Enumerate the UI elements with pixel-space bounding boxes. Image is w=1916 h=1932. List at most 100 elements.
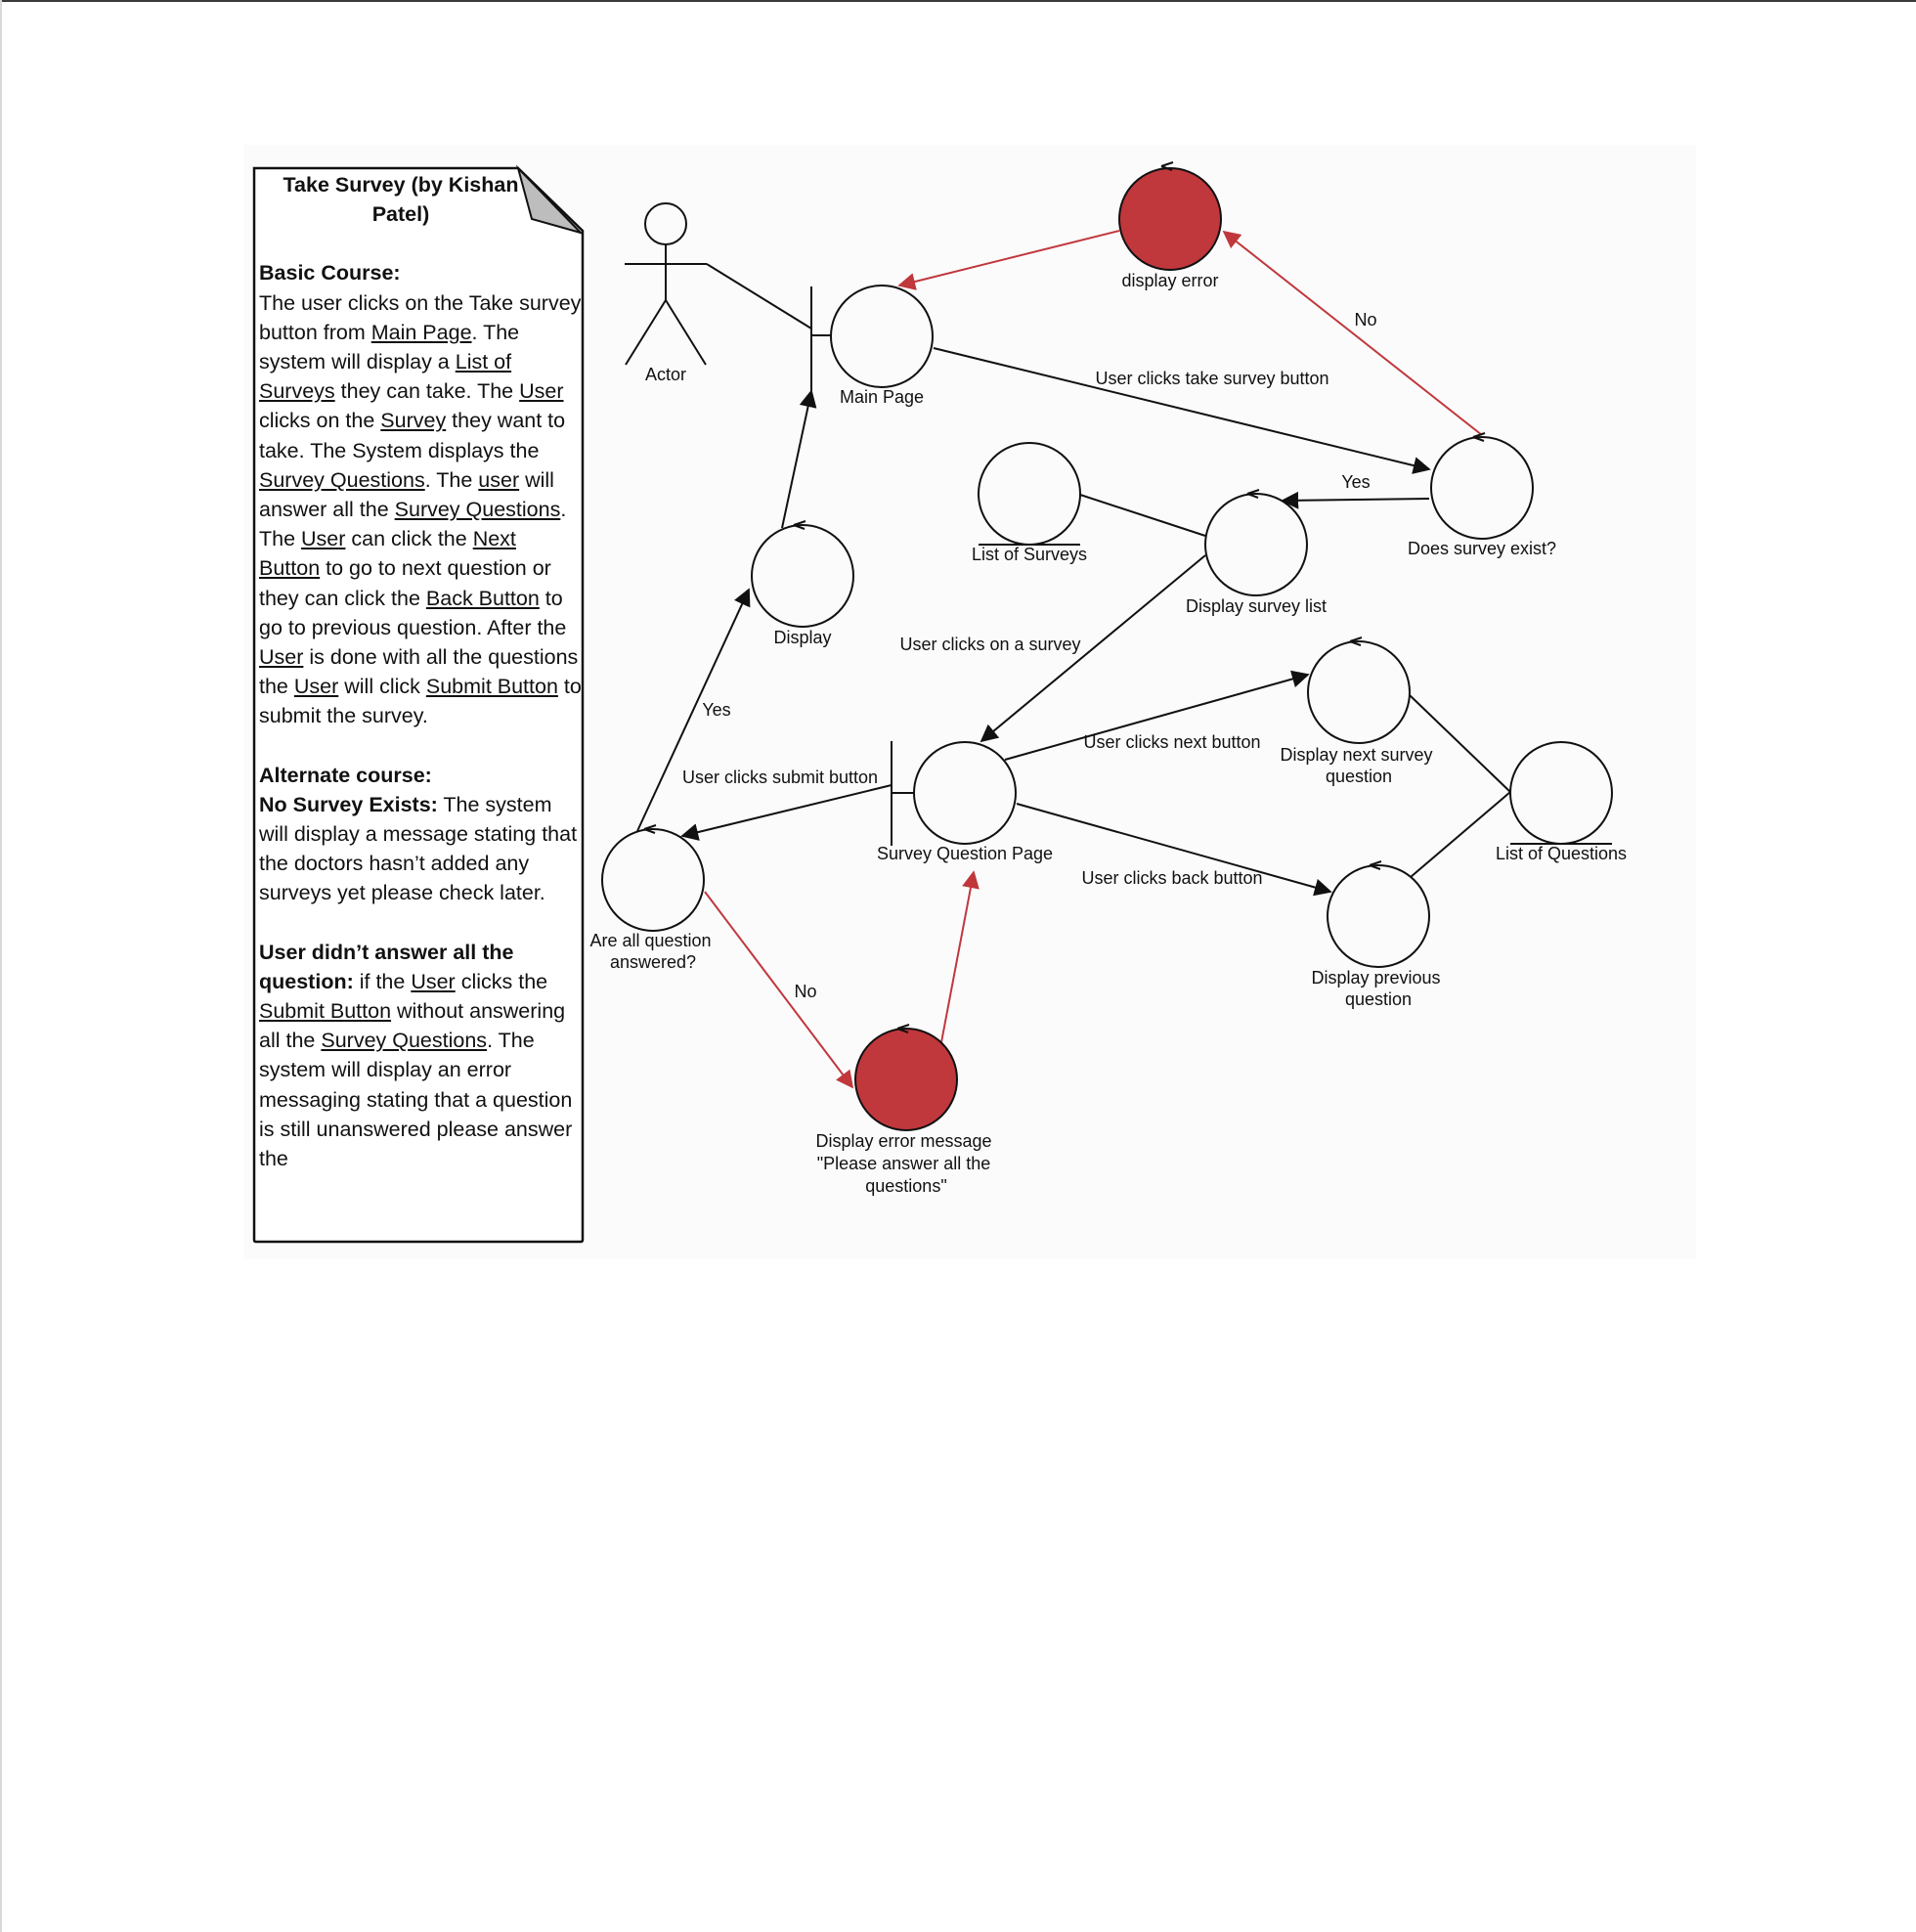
text-segment: . The: [259, 498, 567, 551]
text-segment: without answering all the: [259, 999, 566, 1053]
edge-label-take-survey: User clicks take survey button: [1095, 369, 1328, 388]
text-segment: The user clicks on the Take survey butto…: [259, 290, 582, 344]
display-previous-label: Display previous question: [1311, 968, 1445, 1009]
underlined-term: Submit Button: [259, 999, 392, 1024]
underlined-term: User: [293, 675, 339, 699]
display-error-message-label: Display error message "Please answer all…: [815, 1131, 996, 1196]
text-segment: clicks on the: [259, 409, 381, 433]
edge-label-yes-answered: Yes: [702, 700, 730, 720]
edge-main-survey-exist: [933, 347, 1431, 474]
main-page-label: Main Page: [840, 387, 924, 407]
display-previous-node: [1327, 860, 1430, 968]
text-segment: . The: [424, 467, 479, 492]
underlined-term: Back Button: [425, 586, 540, 610]
display-survey-list-label: Display survey list: [1186, 596, 1327, 616]
display-next-label: Display next survey question: [1280, 745, 1437, 786]
display-error-message-node: [854, 1024, 958, 1131]
main-page-boundary: [810, 285, 934, 391]
note-title: Take Survey (by Kishan Patel): [283, 173, 519, 227]
edge-label-yes-exist: Yes: [1341, 472, 1370, 492]
edge-error-message-question-page: [940, 870, 980, 1043]
actor-figure: [625, 202, 707, 366]
display-error-node: [1118, 161, 1222, 271]
underlined-term: Survey Questions: [259, 467, 425, 492]
alternate-unanswered: User didn’t answer all the question: if …: [259, 938, 582, 1174]
underlined-term: User: [301, 527, 346, 551]
list-of-questions-node: [1509, 741, 1613, 845]
alt-no-survey-text: The system will display a message statin…: [259, 792, 578, 905]
edge-list-surveys-survey-list: [1079, 494, 1206, 537]
edge-label-submit-button: User clicks submit button: [682, 768, 878, 787]
display-label: Display: [773, 628, 831, 647]
does-survey-exist-node: [1430, 432, 1534, 540]
underlined-term: Survey: [380, 409, 447, 433]
text-segment: will answer all the: [259, 467, 554, 522]
underlined-term: List of Surveys: [259, 350, 512, 404]
text-segment: is done with all the questions the: [259, 645, 579, 699]
alternate-course-heading: Alternate course:: [259, 763, 432, 787]
edge-survey-list-question-page: [980, 554, 1206, 743]
text-segment: will click: [338, 675, 426, 699]
underlined-term: user: [478, 467, 520, 492]
edge-question-page-answered: [680, 784, 893, 841]
edge-display-error-main: [897, 230, 1120, 290]
alt-no-survey-label: No Survey Exists:: [259, 792, 438, 816]
list-of-surveys-label: List of Surveys: [972, 545, 1087, 564]
underlined-term: User: [519, 379, 564, 404]
edge-display-main: [781, 389, 817, 529]
list-of-surveys-node: [978, 442, 1081, 546]
survey-question-page-label: Survey Question Page: [877, 844, 1053, 863]
edge-previous-list-questions: [1410, 791, 1511, 878]
edge-next-list-questions: [1409, 694, 1511, 793]
edge-label-next-button: User clicks next button: [1083, 732, 1260, 752]
display-node: [751, 520, 854, 628]
edge-question-page-next: [1004, 670, 1310, 761]
alternate-no-survey: No Survey Exists: The system will displa…: [259, 790, 582, 908]
note-fold: [516, 164, 585, 235]
text-segment: they want to take. The System displays t…: [259, 409, 566, 462]
edge-survey-exist-display-error: [1222, 230, 1483, 436]
text-segment: to submit the survey.: [259, 675, 582, 728]
are-all-answered-node: [601, 824, 705, 932]
text-segment: if the: [353, 969, 412, 993]
text-segment: they can take. The: [334, 379, 520, 404]
text-segment: can click the: [345, 527, 473, 551]
text-segment: to go to previous question. After the: [259, 586, 567, 639]
survey-question-page-boundary: [891, 741, 1017, 846]
actor-label: Actor: [645, 365, 686, 384]
edge-label-no-answered: No: [794, 982, 816, 1001]
top-border: [0, 0, 1916, 2]
edge-actor-main: [706, 263, 812, 329]
underlined-term: User: [259, 645, 304, 670]
display-error-label: display error: [1121, 271, 1218, 290]
text-segment: . The system will display an error messa…: [259, 1029, 573, 1171]
use-case-note: [252, 164, 585, 1244]
display-survey-list-node: [1204, 489, 1308, 596]
text-segment: to go to next question or they can click…: [259, 556, 551, 610]
edge-label-clicks-survey: User clicks on a survey: [899, 635, 1080, 654]
does-survey-exist-label: Does survey exist?: [1408, 539, 1556, 558]
left-border: [0, 0, 2, 1932]
underlined-term: Submit Button: [425, 675, 558, 699]
alt-unanswered-label: User didn’t answer all the question:: [259, 940, 514, 993]
text-segment: . The system will display a: [259, 320, 520, 374]
note-text: Take Survey (by Kishan Patel) Basic Cour…: [259, 170, 582, 1228]
list-of-questions-label: List of Questions: [1496, 844, 1627, 863]
edge-answered-error-message: [704, 891, 854, 1089]
edge-label-no-top: No: [1354, 310, 1376, 329]
underlined-term: User: [411, 969, 456, 993]
underlined-term: Next Button: [259, 527, 516, 581]
underlined-term: Main Page: [370, 320, 472, 344]
basic-course-text: The user clicks on the Take survey butto…: [259, 288, 582, 731]
edge-answered-display: [636, 588, 751, 832]
basic-course-heading: Basic Course:: [259, 261, 401, 285]
edge-label-back-button: User clicks back button: [1081, 868, 1262, 888]
display-next-node: [1307, 637, 1411, 744]
text-segment: clicks the: [455, 969, 548, 993]
edge-question-page-previous: [1016, 803, 1332, 897]
underlined-term: Survey Questions: [394, 498, 561, 522]
are-all-answered-label: Are all question answered?: [589, 931, 716, 972]
underlined-term: Survey Questions: [321, 1029, 488, 1053]
